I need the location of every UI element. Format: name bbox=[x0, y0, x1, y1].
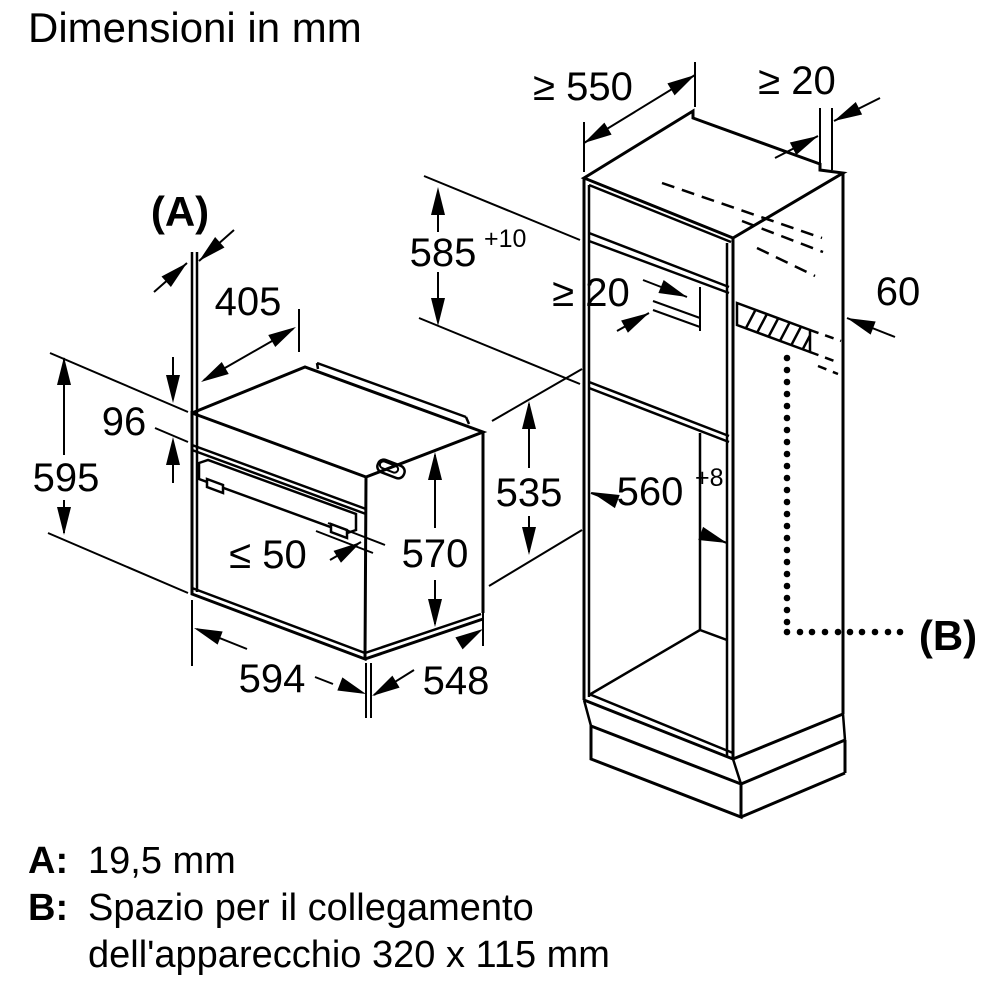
oven-side-grip bbox=[376, 458, 406, 480]
cabinet-floor-front-edge bbox=[588, 692, 734, 755]
dim-label-handle-clearance: ≤ 50 bbox=[229, 533, 307, 577]
oven-door-handle bbox=[197, 458, 358, 535]
dim-label-niche-width-tol: +8 bbox=[695, 464, 724, 492]
marker-a: (A) bbox=[151, 188, 235, 293]
dim-label-rear-gap: ≥ 20 bbox=[552, 271, 630, 315]
dim-top-rear-gap: ≥ 20 bbox=[758, 59, 881, 170]
dim-oven-body-height: 570 bbox=[402, 452, 469, 627]
dim-label-oven-depth: 548 bbox=[423, 659, 490, 703]
legend-value-b-line2: dell'apparecchio 320 x 115 mm bbox=[88, 934, 610, 976]
dim-niche-height: 585 +10 bbox=[410, 175, 581, 385]
cabinet-top-inner-edge bbox=[588, 183, 732, 244]
dim-rear-gap: ≥ 20 bbox=[552, 271, 701, 333]
cabinet-plinth bbox=[582, 699, 847, 820]
dim-label-strip-height: 60 bbox=[876, 270, 921, 314]
dim-label-panel-height: 96 bbox=[102, 400, 147, 444]
lower-compartment-interior bbox=[588, 433, 728, 697]
marker-a-label: (A) bbox=[151, 188, 209, 235]
oven-control-panel-lines bbox=[191, 443, 367, 516]
dim-label-oven-width: 594 bbox=[239, 657, 306, 701]
dim-label-niche-height: 585 bbox=[410, 231, 477, 275]
vent-strip-hatched bbox=[735, 301, 812, 354]
legend-key-a: A: bbox=[28, 840, 69, 882]
cabinet-bottom-edges bbox=[583, 698, 844, 761]
handle-post-left bbox=[205, 477, 225, 495]
dim-label-top-rear-gap: ≥ 20 bbox=[758, 59, 836, 103]
cabinet-top-face bbox=[580, 108, 848, 240]
dim-oven-top-depth: 405 bbox=[201, 280, 300, 382]
dim-oven-height: 595 bbox=[33, 352, 189, 594]
legend-row-a: A: 19,5 mm bbox=[28, 838, 610, 885]
legend-row-b2: dell'apparecchio 320 x 115 mm bbox=[28, 932, 610, 979]
dim-label-oven-height: 595 bbox=[33, 456, 100, 500]
page-title: Dimensioni in mm bbox=[28, 4, 362, 51]
marker-b-label: (B) bbox=[919, 612, 977, 659]
dim-label-top-depth: 405 bbox=[215, 280, 282, 324]
legend: A: 19,5 mm B: Spazio per il collegamento… bbox=[28, 838, 610, 979]
dim-oven-width: 594 bbox=[191, 600, 372, 718]
dim-lower-niche-height: 535 bbox=[488, 368, 583, 587]
hidden-edges-dashed bbox=[661, 181, 842, 376]
oven-door-front-plane-line bbox=[190, 252, 199, 592]
dim-label-niche-width: 560 bbox=[617, 470, 684, 514]
dim-label-body-height: 570 bbox=[402, 532, 469, 576]
shelf-niche-top bbox=[588, 231, 730, 295]
legend-key-b: B: bbox=[28, 887, 69, 929]
dim-label-niche-height-tol: +10 bbox=[484, 225, 526, 253]
oven-top-rear-step bbox=[315, 361, 471, 425]
legend-row-b: B: Spazio per il collegamento bbox=[28, 885, 610, 932]
dim-niche-width: 560 +8 bbox=[590, 464, 728, 544]
marker-b: (B) bbox=[783, 354, 977, 659]
oven-drawing: 595 96 (A) 405 bbox=[33, 188, 490, 718]
shelf-niche-bottom bbox=[588, 380, 730, 444]
dim-oven-panel-height: 96 bbox=[102, 357, 189, 483]
dim-label-lower-niche-height: 535 bbox=[496, 471, 563, 515]
dim-vent-strip-height: 60 bbox=[846, 270, 921, 338]
dim-cabinet-depth: ≥ 550 bbox=[533, 62, 696, 172]
legend-value-b-line1: Spazio per il collegamento bbox=[88, 887, 534, 929]
cabinet-drawing: ≥ 550 ≥ 20 585 +10 ≥ bbox=[410, 59, 977, 820]
marker-b-dotted-leader bbox=[783, 354, 904, 636]
oven-body bbox=[190, 252, 488, 662]
dim-label-cabinet-depth: ≥ 550 bbox=[533, 65, 633, 109]
oven-bottom-inner-edges bbox=[191, 586, 482, 655]
oven-top-face bbox=[191, 365, 488, 479]
dim-handle-clearance: ≤ 50 bbox=[229, 522, 386, 577]
legend-value-a: 19,5 mm bbox=[88, 840, 236, 882]
cabinet-body bbox=[580, 108, 848, 820]
dim-oven-depth: 548 bbox=[372, 580, 490, 703]
